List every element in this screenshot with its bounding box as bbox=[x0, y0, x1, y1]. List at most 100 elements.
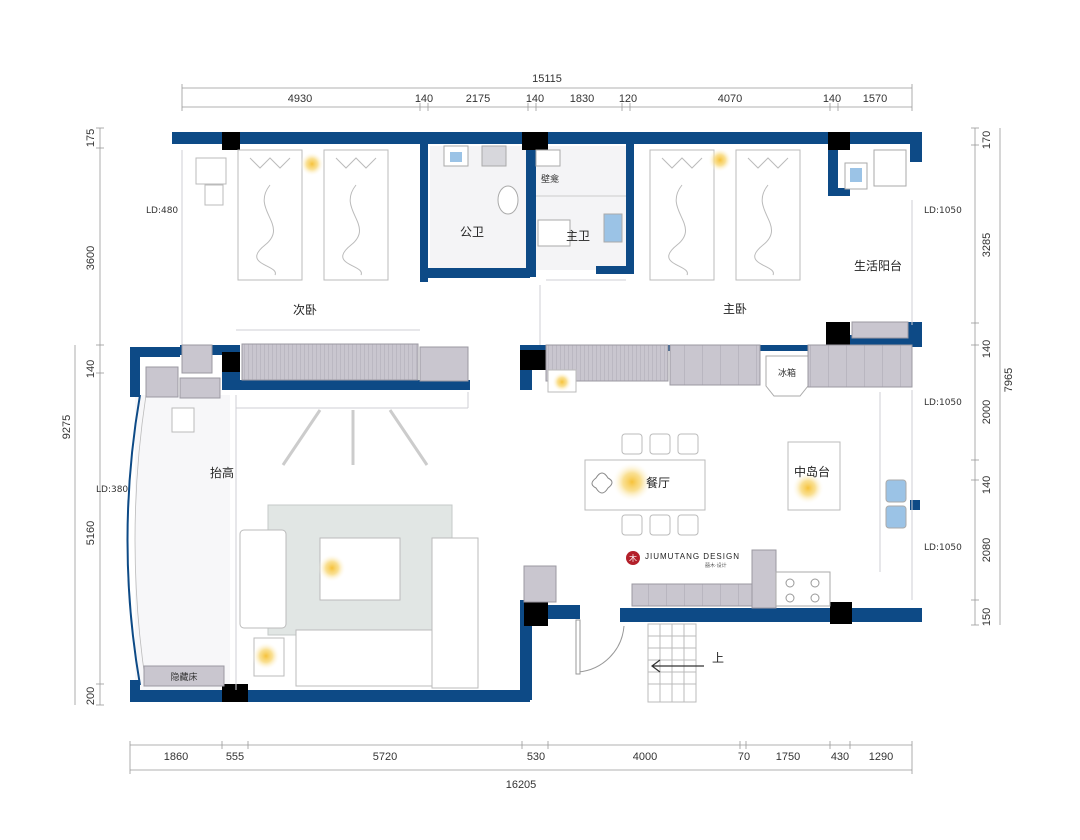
public-bath-cabinet bbox=[481, 145, 507, 167]
dim-right-4: 140 bbox=[981, 476, 993, 494]
label-stairs-up: 上 bbox=[712, 651, 724, 665]
sofa-left bbox=[239, 529, 287, 629]
kitchen-cabinet-top bbox=[807, 344, 913, 388]
dim-bottom-total: 16205 bbox=[506, 779, 537, 791]
dim-top-7: 140 bbox=[823, 93, 841, 105]
dim-top-5: 120 bbox=[619, 93, 637, 105]
balcony-curve bbox=[126, 394, 141, 686]
label-ld-1050-c: LD:1050 bbox=[924, 543, 962, 553]
dim-left-total: 9275 bbox=[61, 415, 73, 439]
balcony-cabinet-left-2 bbox=[145, 366, 179, 398]
label-hidden-bed: 隐藏床 bbox=[170, 671, 197, 683]
second-bedroom-desk-chair bbox=[195, 157, 227, 185]
brand-sub: 囍木·设计 bbox=[705, 562, 727, 569]
dim-right-total: 7965 bbox=[1003, 368, 1015, 392]
dining-chairs bbox=[621, 433, 699, 536]
hidden-bed-panel bbox=[143, 665, 225, 687]
dim-bottom-2: 5720 bbox=[373, 751, 397, 763]
kitchen-counter-bottom bbox=[631, 583, 753, 607]
public-bath-sink-basin bbox=[450, 152, 462, 162]
stairs-up-arrow bbox=[651, 659, 704, 673]
brand-logo-mark: 木 bbox=[629, 553, 637, 563]
ceiling-lines bbox=[281, 409, 429, 466]
label-ld-480: LD:480 bbox=[146, 206, 178, 216]
balcony-cabinet-right bbox=[851, 321, 909, 339]
label-public-bath: 公卫 bbox=[460, 225, 484, 239]
dimension-ticks bbox=[96, 84, 979, 774]
dim-bottom-4: 4000 bbox=[633, 751, 657, 763]
dim-right-0: 170 bbox=[981, 131, 993, 149]
washing-machine bbox=[873, 149, 907, 187]
label-ld-1050-a: LD:1050 bbox=[924, 206, 962, 216]
dim-right-6: 150 bbox=[981, 608, 993, 626]
dim-top-1: 140 bbox=[415, 93, 433, 105]
second-bedroom-cabinet bbox=[419, 346, 469, 382]
second-bedroom-chair bbox=[204, 184, 224, 206]
balcony-cabinet-left-3 bbox=[179, 377, 221, 399]
dim-right-1: 3285 bbox=[981, 233, 993, 257]
brand-name: JIUMUTANG DESIGN bbox=[645, 552, 740, 561]
master-bath-toilet bbox=[537, 219, 571, 247]
ceiling-lights bbox=[252, 148, 824, 670]
dim-top-2: 2175 bbox=[466, 93, 490, 105]
label-ld-1050-b: LD:1050 bbox=[924, 398, 962, 408]
dim-top-6: 4070 bbox=[718, 93, 742, 105]
second-bedroom-wardrobe bbox=[241, 343, 419, 381]
dim-bottom-6: 1750 bbox=[776, 751, 800, 763]
dim-bottom-1: 555 bbox=[226, 751, 244, 763]
label-island: 中岛台 bbox=[794, 464, 830, 479]
dim-top-total: 15115 bbox=[532, 73, 562, 85]
interior-lines bbox=[181, 150, 913, 690]
label-second-bedroom: 次卧 bbox=[293, 303, 317, 317]
brand-logo-icon bbox=[626, 551, 640, 565]
label-raised-floor: 抬高 bbox=[210, 465, 234, 480]
master-bedroom-beds bbox=[649, 149, 801, 281]
label-fridge: 冰箱 bbox=[778, 367, 796, 379]
dim-left-2: 140 bbox=[85, 360, 97, 378]
kitchen-entry-cabinet bbox=[523, 565, 557, 603]
label-wall-cabinet: 壁龛 bbox=[541, 173, 559, 185]
dim-right-2: 140 bbox=[981, 340, 993, 358]
second-bedroom-beds bbox=[237, 149, 389, 281]
master-bath-shower bbox=[535, 149, 561, 167]
dim-left-4: 200 bbox=[85, 687, 97, 705]
balcony-sink-basin bbox=[850, 168, 862, 182]
dim-bottom-7: 430 bbox=[831, 751, 849, 763]
dim-left-3: 5160 bbox=[85, 521, 97, 545]
master-cabinet bbox=[669, 344, 761, 386]
public-bath-toilet bbox=[497, 185, 519, 215]
label-master-bedroom: 主卧 bbox=[723, 302, 747, 316]
master-bath-sink bbox=[603, 213, 623, 243]
sofa-right bbox=[431, 537, 479, 689]
balcony-left-area bbox=[135, 395, 230, 695]
label-dining: 餐厅 bbox=[646, 475, 670, 490]
columns bbox=[222, 132, 852, 702]
balcony-curve-inner bbox=[134, 394, 147, 686]
kitchen-sink-2 bbox=[885, 505, 907, 529]
dim-top-4: 1830 bbox=[570, 93, 594, 105]
left-balcony-chair bbox=[171, 407, 195, 433]
dim-left-0: 175 bbox=[85, 129, 97, 147]
dim-bottom-8: 1290 bbox=[869, 751, 893, 763]
kitchen-tall-cabinet bbox=[751, 549, 777, 609]
dim-top-0: 4930 bbox=[288, 93, 312, 105]
entry-door-swing bbox=[577, 620, 625, 673]
balcony-cabinet-left-1 bbox=[181, 344, 213, 374]
label-master-bath: 主卫 bbox=[566, 229, 590, 243]
dim-right-5: 2080 bbox=[981, 538, 993, 562]
dim-right-3: 2000 bbox=[981, 400, 993, 424]
label-utility-balcony: 生活阳台 bbox=[854, 258, 902, 273]
dim-bottom-3: 530 bbox=[527, 751, 545, 763]
dim-top-8: 1570 bbox=[863, 93, 887, 105]
dim-bottom-0: 1860 bbox=[164, 751, 188, 763]
label-ld-380: LD:380 bbox=[96, 485, 128, 495]
dimension-lines bbox=[74, 87, 1001, 771]
kitchen-sink-1 bbox=[885, 479, 907, 503]
dim-left-1: 3600 bbox=[85, 246, 97, 270]
dining-flower-icon bbox=[591, 472, 613, 494]
stove-burners bbox=[785, 578, 820, 603]
dim-top-3: 140 bbox=[526, 93, 544, 105]
kitchen-stove bbox=[775, 571, 831, 607]
dim-bottom-5: 70 bbox=[738, 751, 750, 763]
